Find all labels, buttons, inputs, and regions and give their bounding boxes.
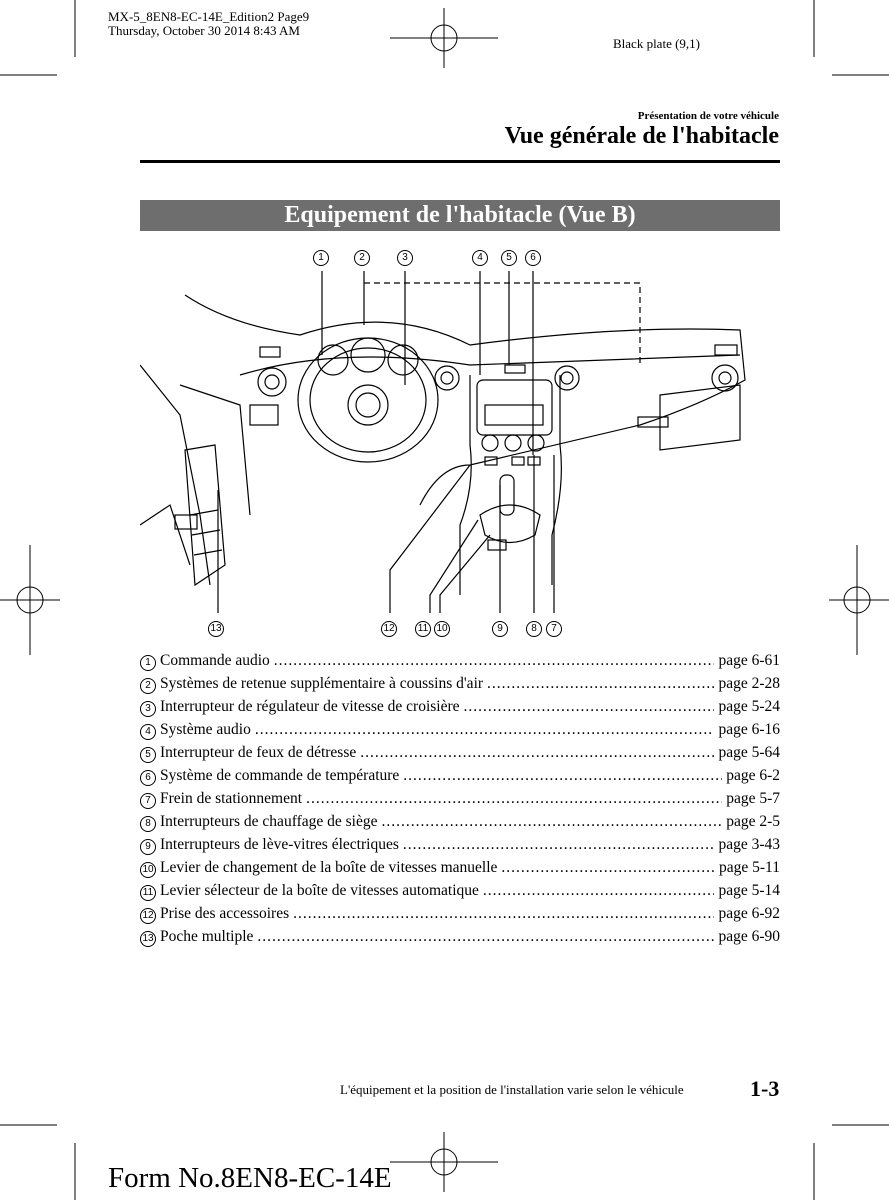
header-rule	[140, 160, 780, 163]
callout-top-6: 6	[525, 248, 541, 266]
callout-top-1: 1	[313, 248, 329, 266]
section-banner: Equipement de l'habitacle (Vue B)	[140, 200, 780, 231]
callout-top-4: 4	[472, 248, 488, 266]
callout-bottom-7: 7	[546, 619, 562, 637]
page-number: 1-3	[750, 1076, 780, 1101]
callout-top-2: 2	[354, 248, 370, 266]
callout-bottom-13: 13	[208, 619, 224, 637]
section-label: Présentation de votre véhicule	[637, 110, 779, 122]
print-meta-line1: MX-5_8EN8-EC-14E_Edition2 Page9	[108, 9, 310, 24]
print-meta-line2: Thursday, October 30 2014 8:43 AM	[108, 23, 300, 38]
dashboard-illustration	[140, 271, 746, 613]
footer-note: L'équipement et la position de l'install…	[340, 1082, 684, 1097]
callout-bottom-11: 11	[415, 619, 431, 637]
callout-bottom-12: 12	[381, 619, 397, 637]
callout-bottom-8: 8	[526, 619, 542, 637]
black-plate-label: Black plate (9,1)	[613, 36, 700, 51]
callout-bottom-9: 9	[492, 619, 508, 637]
form-number: Form No.8EN8-EC-14E	[108, 1162, 392, 1194]
page-title: Vue générale de l'habitacle	[504, 123, 779, 149]
callout-top-3: 3	[397, 248, 413, 266]
callout-top-5: 5	[501, 248, 517, 266]
callout-bottom-10: 10	[434, 619, 450, 637]
